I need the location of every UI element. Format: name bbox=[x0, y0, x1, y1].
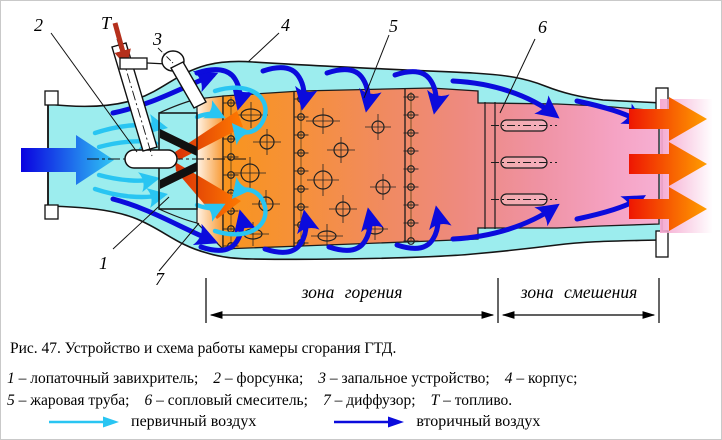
callout-5: 5 bbox=[389, 16, 398, 36]
nozzle-mixer bbox=[484, 102, 557, 229]
combustion-chamber-diagram: 2 T 3 4 5 6 1 7 зона горения зона смешен… bbox=[21, 13, 712, 323]
zone-label-burning: зона горения bbox=[301, 282, 403, 302]
callout-2: 2 bbox=[34, 15, 43, 35]
fuel-injector bbox=[87, 149, 249, 169]
air-legend: первичный воздух вторичный воздух bbox=[47, 413, 540, 431]
zone-dimensions bbox=[205, 278, 660, 323]
callout-3: 3 bbox=[152, 29, 162, 49]
callout-7: 7 bbox=[155, 269, 165, 289]
secondary-air-label: вторичный воздух bbox=[416, 413, 541, 430]
primary-air-arrow-icon bbox=[49, 416, 119, 428]
callout-T: T bbox=[101, 13, 113, 33]
exhaust-arrows bbox=[629, 97, 712, 233]
legend-row-2: 5 – жаровая труба; 6 – сопловый смеситель… bbox=[7, 392, 527, 410]
figure-caption: Рис. 47. Устройство и схема работы камер… bbox=[10, 340, 397, 357]
zone-label-mixing: зона смешения bbox=[520, 282, 637, 302]
callout-6: 6 bbox=[538, 17, 547, 37]
callout-1: 1 bbox=[99, 253, 108, 273]
legend-item: 6 – сопловый смеситель; bbox=[144, 392, 308, 409]
legend-item: Т – топливо. bbox=[430, 392, 513, 409]
legend-item: 1 – лопаточный завихритель; bbox=[7, 370, 199, 387]
fuel-flow-arrow bbox=[112, 22, 131, 68]
igniter bbox=[119, 47, 207, 109]
legend-item: 3 – запальное устройство; bbox=[318, 370, 490, 387]
inlet-air-arrow bbox=[21, 135, 114, 185]
legend-item: 2 – форсунка; bbox=[213, 370, 304, 387]
legend-item: 4 – корпус; bbox=[504, 370, 578, 387]
vane-swirler bbox=[158, 112, 198, 210]
primary-air-label: первичный воздух bbox=[131, 413, 257, 430]
legend-item: 5 – жаровая труба; bbox=[7, 392, 130, 409]
flanges bbox=[44, 87, 669, 258]
legend-row-1: 1 – лопаточный завихритель; 2 – форсунка;… bbox=[7, 370, 592, 388]
legend-item: 7 – диффузор; bbox=[322, 392, 416, 409]
leader-lines bbox=[50, 32, 536, 272]
callout-4: 4 bbox=[281, 15, 290, 35]
secondary-air-arrow-icon bbox=[334, 416, 405, 428]
